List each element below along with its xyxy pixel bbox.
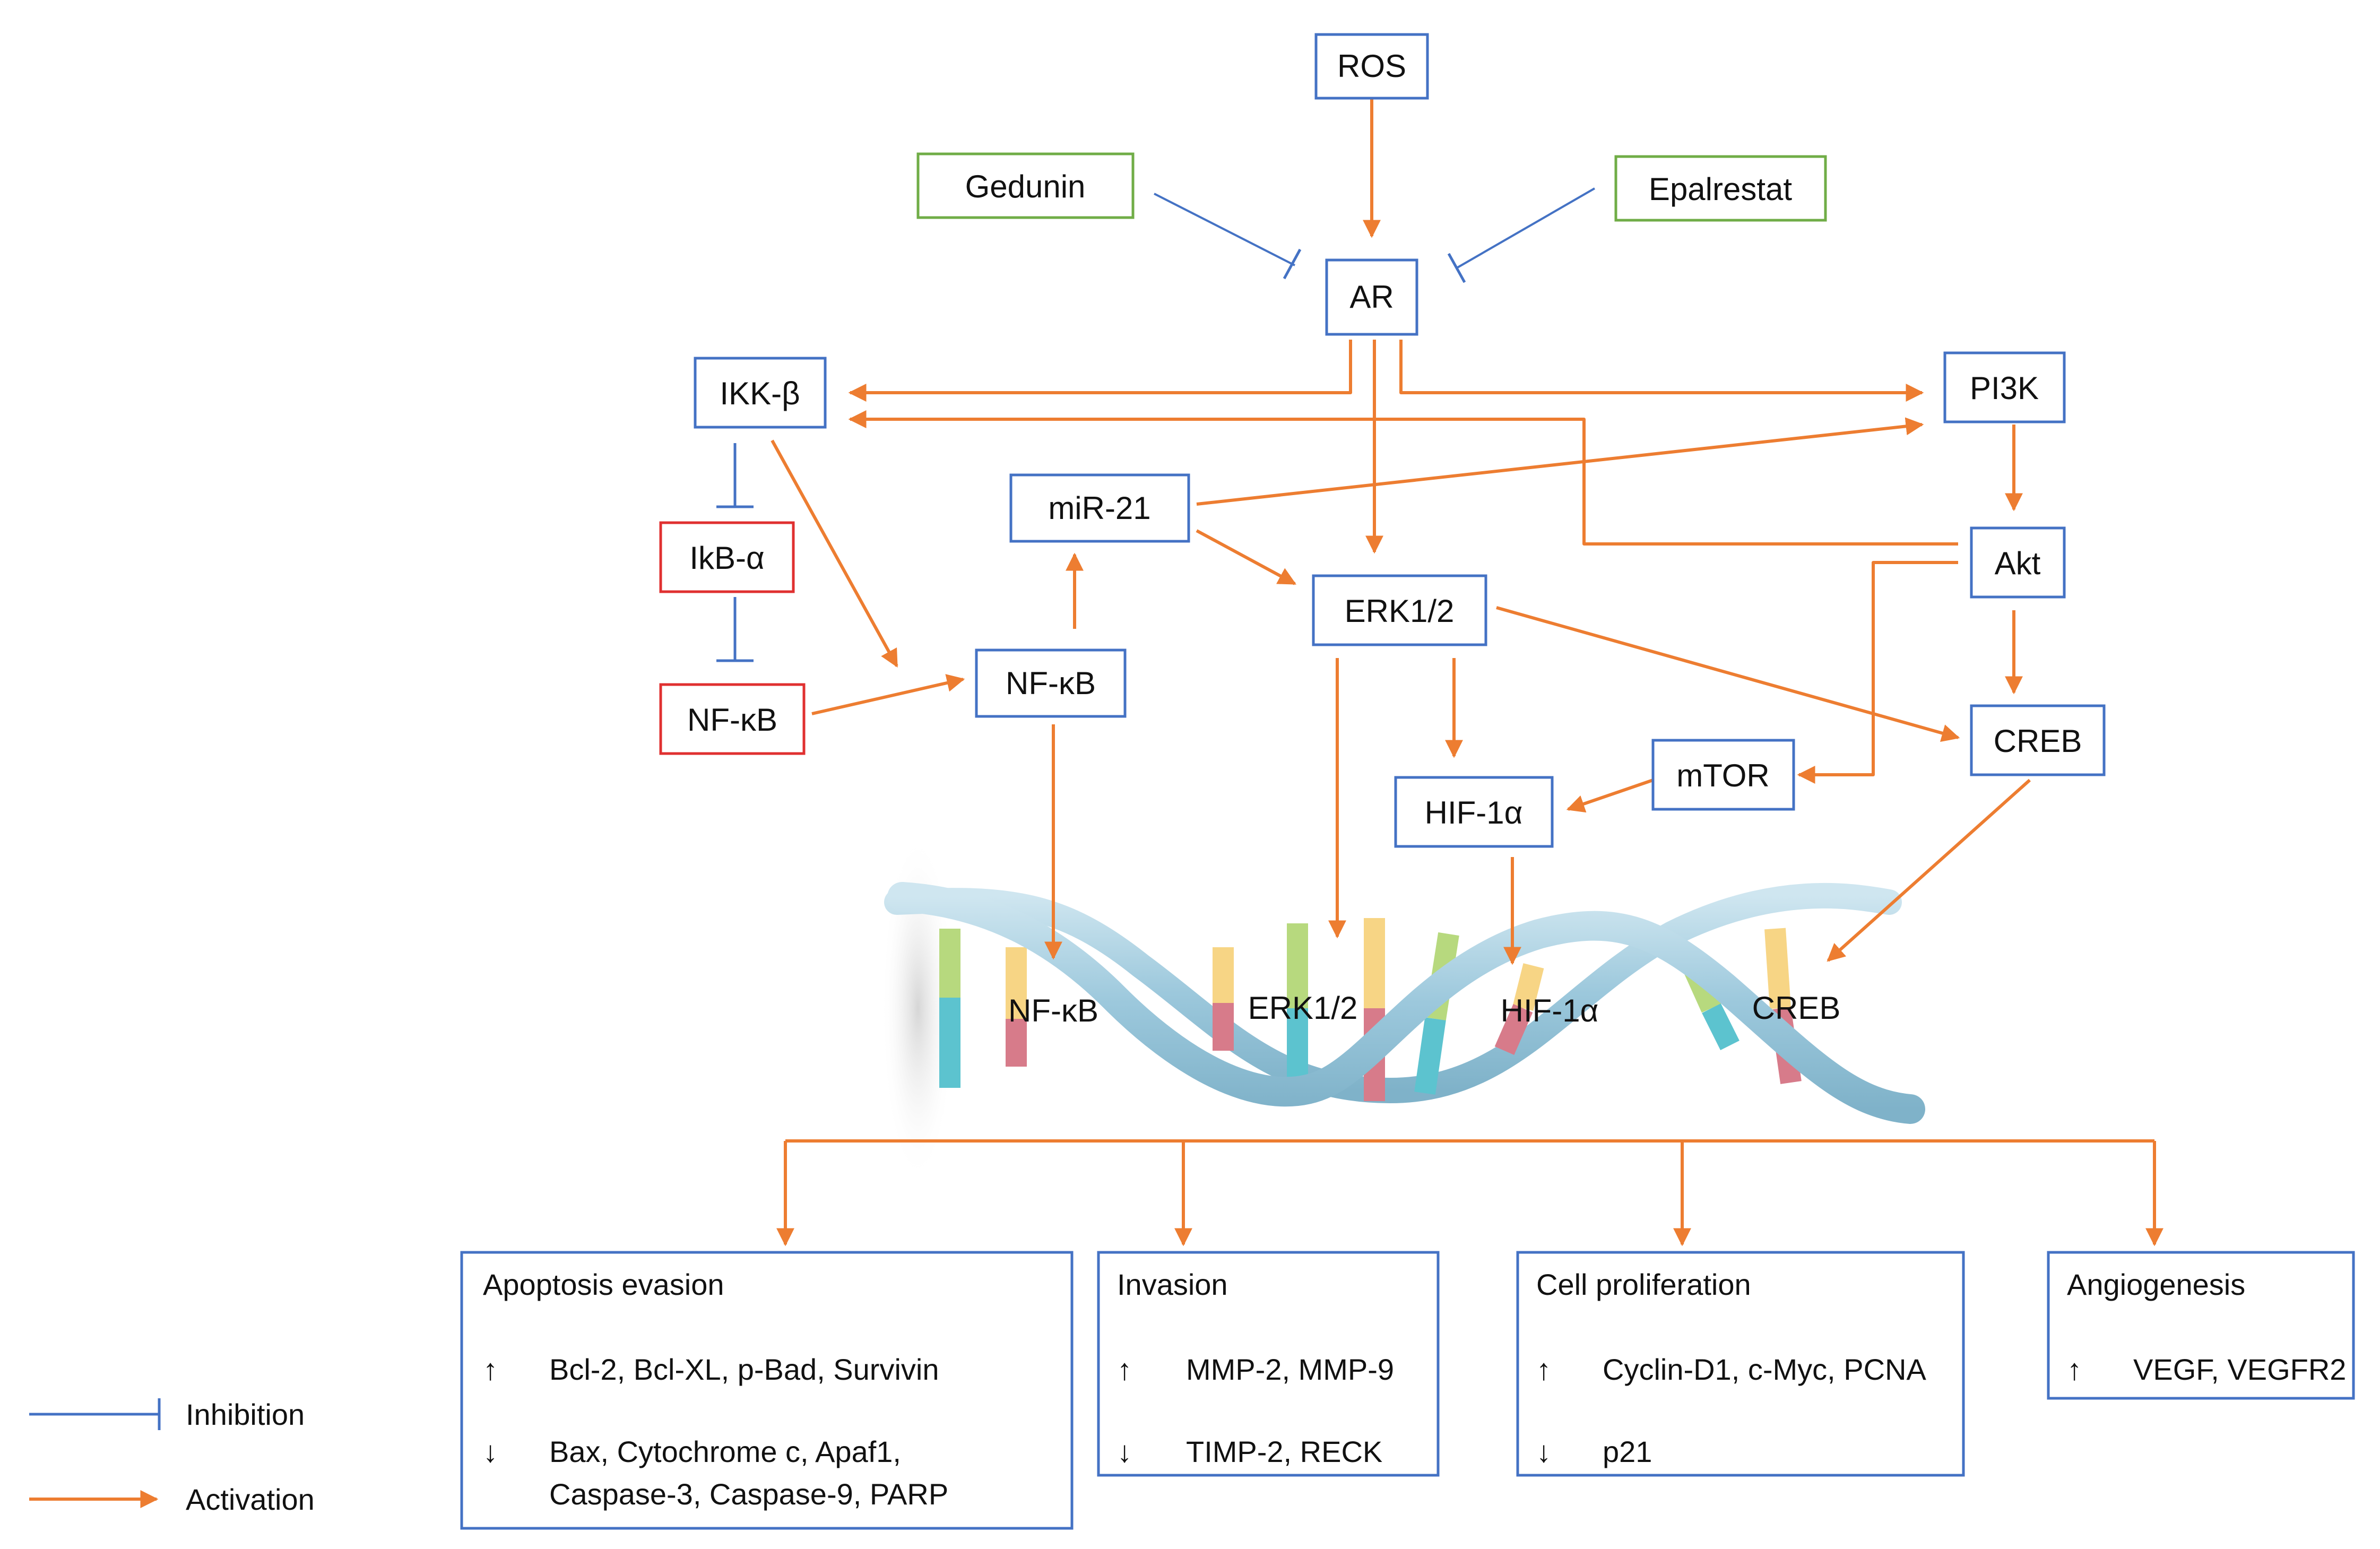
edges (716, 98, 2163, 1247)
node-ros-label: ROS (1337, 48, 1406, 84)
up-arrow-glyph: ↑ (2067, 1353, 2082, 1386)
node-gedunin: Gedunin (916, 152, 1135, 219)
edge-erk-creb (1496, 606, 1960, 742)
dna-helix (881, 833, 1925, 1183)
up-arrow-glyph: ↑ (1117, 1353, 1132, 1386)
edge-nfkbred-nfkb (811, 674, 965, 715)
edge-akt-ikk (848, 410, 1958, 546)
node-ros: ROS (1314, 33, 1429, 100)
outcome-angiogenesis: Angiogenesis ↑ VEGF, VEGFR2 (2047, 1251, 2355, 1400)
down-arrow-glyph: ↓ (1117, 1435, 1132, 1468)
down-arrow-glyph: ↓ (1536, 1435, 1551, 1468)
node-pi3k: PI3K (1943, 351, 2066, 423)
outcome-apoptosis-title: Apoptosis evasion (483, 1268, 724, 1301)
edge-creb-dna (1827, 778, 2031, 962)
outcome-invasion-up: MMP-2, MMP-9 (1186, 1353, 1394, 1386)
node-erk: ERK1/2 (1312, 574, 1487, 646)
outcome-apoptosis-down-2: Caspase-3, Caspase-9, PARP (549, 1477, 948, 1511)
node-ikb-alpha: IkB-α (659, 521, 795, 593)
node-mir21: miR-21 (1009, 473, 1190, 543)
dna-label-hif: HIF-1α (1501, 993, 1599, 1028)
legend: Inhibition Activation (29, 1398, 315, 1516)
outcome-apoptosis-down-1: Bax, Cytochrome c, Apaf1, (549, 1435, 901, 1468)
outcome-apoptosis-up: Bcl-2, Bcl-XL, p-Bad, Survivin (549, 1353, 939, 1386)
legend-activation-label: Activation (186, 1483, 315, 1516)
dna-labels: NF-κB ERK1/2 HIF-1α CREB (1008, 990, 1840, 1028)
nodes: ROS Gedunin Epalrestat AR IKK-β PI3K miR… (659, 33, 2106, 848)
node-ikb-alpha-label: IkB-α (689, 540, 764, 576)
edge-ikk-nfkb (771, 439, 898, 668)
node-akt-label: Akt (1995, 546, 2041, 581)
edge-mtor-hif (1566, 778, 1654, 813)
node-mir21-label: miR-21 (1048, 490, 1150, 526)
edge-epalrestat-ar (1456, 187, 1595, 269)
outcome-proliferation: Cell proliferation ↑ Cyclin-D1, c-Myc, P… (1516, 1251, 1965, 1477)
edge-gedunin-ar (1154, 193, 1295, 266)
node-epalrestat: Epalrestat (1614, 155, 1827, 222)
node-ar-label: AR (1349, 279, 1394, 315)
outcome-invasion: Invasion ↑ MMP-2, MMP-9 ↓ TIMP-2, RECK (1097, 1251, 1440, 1477)
node-hif-label: HIF-1α (1425, 795, 1523, 830)
down-arrow-glyph: ↓ (483, 1435, 498, 1468)
edge-mir21-erk (1196, 529, 1296, 585)
up-arrow-glyph: ↑ (483, 1353, 498, 1386)
edge-ar-pi3k (1399, 340, 1924, 402)
node-mtor-label: mTOR (1676, 758, 1770, 793)
outcome-angiogenesis-title: Angiogenesis (2067, 1268, 2245, 1301)
up-arrow-glyph: ↑ (1536, 1353, 1551, 1386)
node-nfkb: NF-κB (975, 648, 1127, 718)
node-mtor: mTOR (1651, 739, 1795, 811)
outcome-invasion-down-1: TIMP-2, RECK (1186, 1435, 1382, 1468)
outcome-angiogenesis-up: VEGF, VEGFR2 (2133, 1353, 2346, 1386)
outcome-proliferation-title: Cell proliferation (1536, 1268, 1751, 1301)
node-pi3k-label: PI3K (1970, 370, 2039, 406)
outcome-proliferation-down-1: p21 (1603, 1435, 1652, 1468)
node-creb: CREB (1970, 704, 2106, 776)
tbar-gedunin (1283, 248, 1302, 280)
node-ar: AR (1325, 258, 1418, 336)
dna-label-creb: CREB (1752, 990, 1841, 1026)
outcome-proliferation-up: Cyclin-D1, c-Myc, PCNA (1603, 1353, 1926, 1386)
edge-akt-mtor (1797, 561, 1958, 784)
tbar-epalrestat (1447, 253, 1466, 283)
node-creb-label: CREB (1994, 723, 2082, 759)
node-nfkb-label: NF-κB (1006, 665, 1096, 701)
node-ikk-beta: IKK-β (694, 357, 827, 429)
node-epalrestat-label: Epalrestat (1649, 171, 1792, 207)
edge-ar-ikk (848, 340, 1352, 402)
node-ikk-beta-label: IKK-β (720, 376, 800, 411)
node-erk-label: ERK1/2 (1345, 593, 1455, 629)
node-nfkb-red: NF-κB (659, 683, 806, 755)
dna-label-erk: ERK1/2 (1248, 990, 1358, 1026)
outcome-invasion-title: Invasion (1117, 1268, 1228, 1301)
edge-mir21-pi3k (1196, 417, 1924, 506)
node-akt: Akt (1970, 526, 2066, 599)
node-nfkb-red-label: NF-κB (687, 702, 777, 738)
node-hif: HIF-1α (1394, 776, 1554, 848)
node-gedunin-label: Gedunin (965, 169, 1086, 204)
legend-inhibition-label: Inhibition (186, 1398, 305, 1431)
outcome-apoptosis: Apoptosis evasion ↑ Bcl-2, Bcl-XL, p-Bad… (460, 1251, 1074, 1530)
dna-label-nfkb: NF-κB (1008, 993, 1098, 1028)
